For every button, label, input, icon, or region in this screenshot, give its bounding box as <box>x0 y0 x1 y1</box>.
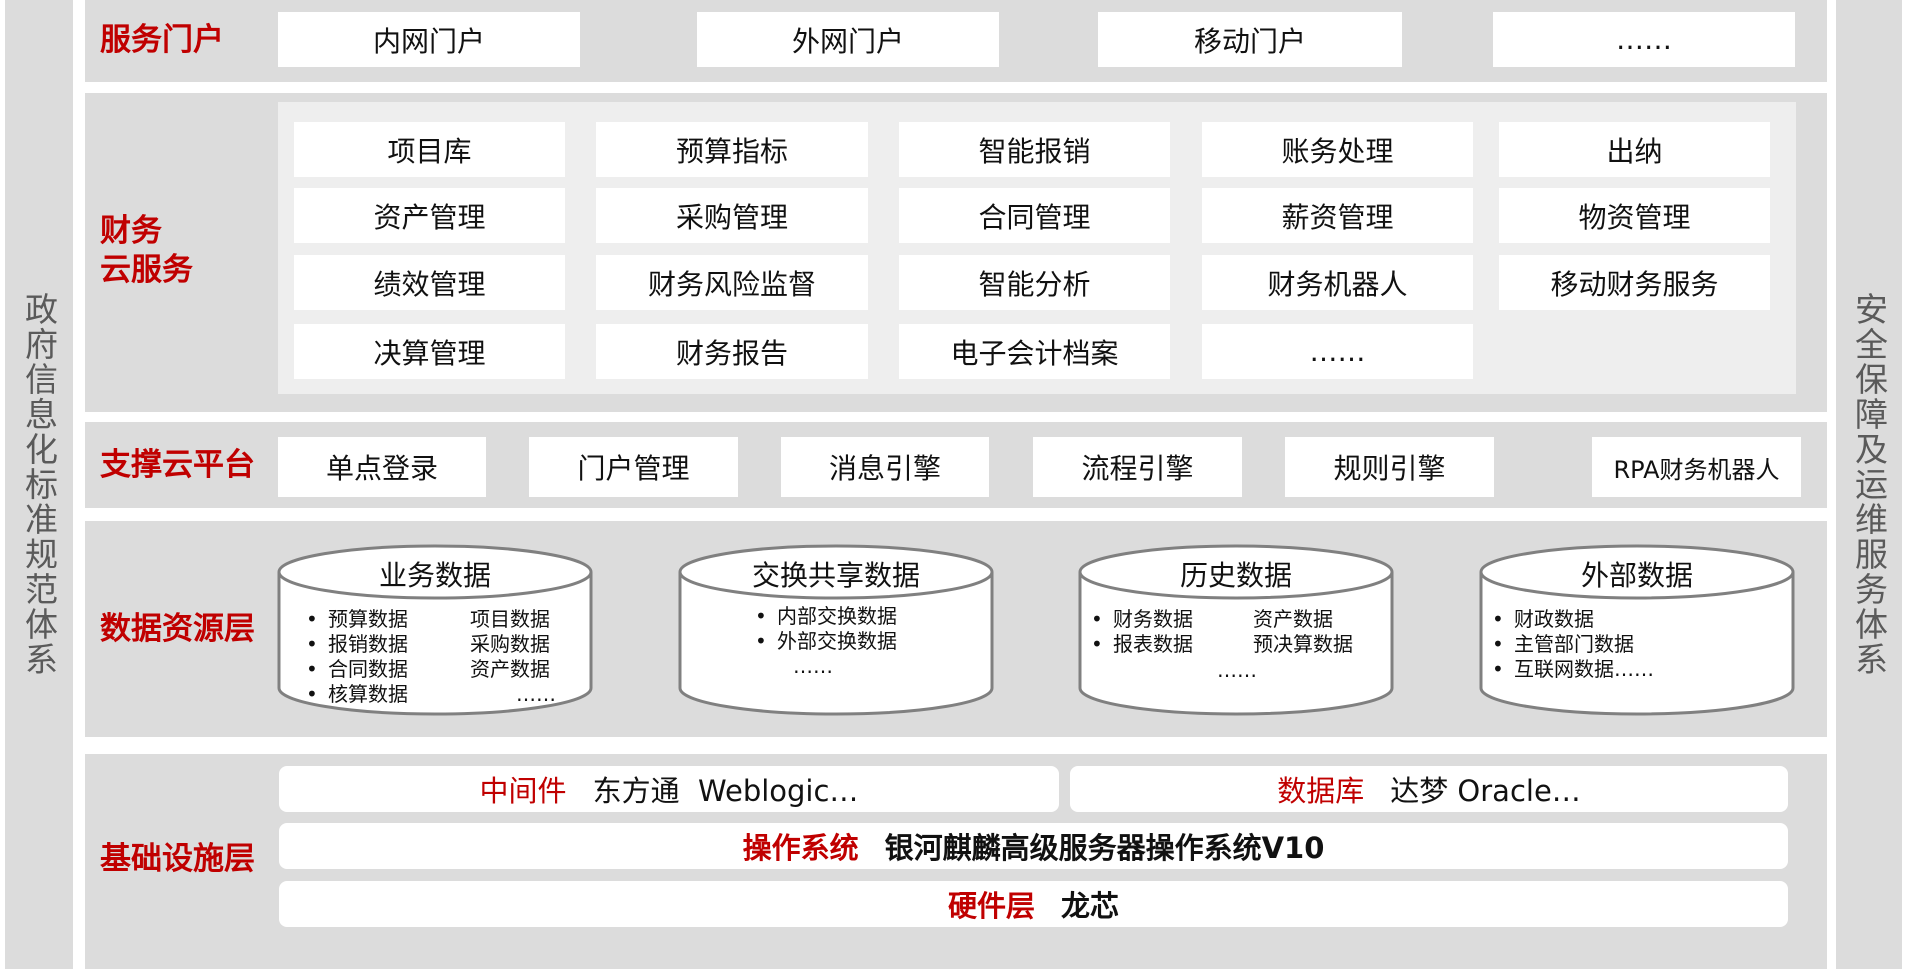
business-data-col1: 预算数据 报销数据 合同数据 核算数据 <box>306 607 408 707</box>
cylinder-title: 业务数据 <box>378 559 491 592</box>
support-rule-engine: 规则引擎 <box>1285 437 1494 497</box>
data-item: 主管部门数据 <box>1492 632 1654 657</box>
portal-extranet: 外网门户 <box>697 12 999 67</box>
svc-performance-management: 绩效管理 <box>294 255 565 310</box>
cylinder-business-data: 业务数据 预算数据 报销数据 合同数据 核算数据 项目数据 采购数据 资产数据 … <box>276 542 594 718</box>
svc-materials-management: 物资管理 <box>1499 188 1770 243</box>
data-item: 内部交换数据 <box>755 604 897 629</box>
support-platform-title: 支撑云平台 <box>100 447 255 483</box>
svc-project-library: 项目库 <box>294 122 565 177</box>
data-item: 报销数据 <box>306 632 408 657</box>
cylinder-shared-data: 交换共享数据 内部交换数据 外部交换数据 …… <box>677 542 995 718</box>
portal-more: …… <box>1493 12 1795 67</box>
finance-cloud-title: 财务 云服务 <box>100 212 193 290</box>
data-item: 报表数据 <box>1091 632 1193 657</box>
support-portal-management: 门户管理 <box>529 437 738 497</box>
data-item: 项目数据 <box>470 607 550 631</box>
data-item: 预决算数据 <box>1253 632 1353 656</box>
hardware-box: 硬件层 龙芯 <box>279 881 1788 927</box>
data-item: 财政数据 <box>1492 607 1654 632</box>
left-side-bar: 政府信息化标准规范体系 <box>5 0 73 969</box>
svc-payroll-management: 薪资管理 <box>1202 188 1473 243</box>
svc-finance-robot: 财务机器人 <box>1202 255 1473 310</box>
right-side-bar: 安全保障及运维服务体系 <box>1836 0 1902 969</box>
svc-final-accounts-management: 决算管理 <box>294 324 565 379</box>
data-item: 核算数据 <box>306 682 408 707</box>
support-sso: 单点登录 <box>278 437 486 497</box>
hardware-value: 龙芯 <box>1061 889 1120 923</box>
data-item: 外部交换数据 <box>755 629 897 654</box>
cylinder-title: 外部数据 <box>1580 559 1693 592</box>
database-box: 数据库 达梦 Oracle… <box>1070 766 1788 812</box>
data-item: 资产数据 <box>470 657 550 681</box>
database-label: 数据库 <box>1277 774 1365 808</box>
support-workflow-engine: 流程引擎 <box>1033 437 1242 497</box>
svc-financial-report: 财务报告 <box>596 324 868 379</box>
database-value: 达梦 Oracle… <box>1390 774 1581 808</box>
cylinder-title: 交换共享数据 <box>751 559 920 592</box>
infrastructure-layer: 基础设施层 中间件 东方通 Weblogic… 数据库 达梦 Oracle… 操… <box>85 754 1827 969</box>
external-data-list: 财政数据 主管部门数据 互联网数据…… <box>1492 607 1654 682</box>
portal-intranet: 内网门户 <box>278 12 580 67</box>
svc-smart-reimbursement: 智能报销 <box>899 122 1170 177</box>
svc-budget-index: 预算指标 <box>596 122 868 177</box>
data-resource-title: 数据资源层 <box>100 611 255 647</box>
os-value: 银河麒麟高级服务器操作系统V10 <box>884 831 1325 865</box>
infrastructure-title: 基础设施层 <box>100 841 255 877</box>
support-platform-layer: 支撑云平台 单点登录 门户管理 消息引擎 流程引擎 规则引擎 RPA财务机器人 <box>85 422 1827 508</box>
history-data-col1: 财务数据 报表数据 <box>1091 607 1193 657</box>
svc-contract-management: 合同管理 <box>899 188 1170 243</box>
portal-mobile: 移动门户 <box>1098 12 1402 67</box>
business-data-col2: 项目数据 采购数据 资产数据 …… <box>470 607 556 707</box>
service-portal-title: 服务门户 <box>100 22 224 58</box>
service-portal-layer: 服务门户 内网门户 外网门户 移动门户 …… <box>85 0 1827 82</box>
svc-e-accounting-archive: 电子会计档案 <box>899 324 1170 379</box>
svc-more: …… <box>1202 324 1473 379</box>
svc-procurement-management: 采购管理 <box>596 188 868 243</box>
data-item: 财务数据 <box>1091 607 1193 632</box>
cylinder-history-data: 历史数据 财务数据 报表数据 资产数据 预决算数据 …… <box>1077 542 1395 718</box>
middleware-box: 中间件 东方通 Weblogic… <box>279 766 1059 812</box>
standards-system-label: 政府信息化标准规范体系 <box>19 292 59 677</box>
hardware-label: 硬件层 <box>947 889 1035 923</box>
data-item-more: …… <box>1217 658 1257 682</box>
support-rpa-robot: RPA财务机器人 <box>1592 437 1801 497</box>
data-item: 采购数据 <box>470 632 550 656</box>
finance-services-panel: 项目库 预算指标 智能报销 账务处理 出纳 资产管理 采购管理 合同管理 薪资管… <box>278 102 1796 394</box>
svc-accounting: 账务处理 <box>1202 122 1473 177</box>
svc-smart-analysis: 智能分析 <box>899 255 1170 310</box>
finance-title-line2: 云服务 <box>100 251 193 288</box>
data-item: 预算数据 <box>306 607 408 632</box>
cylinder-external-data: 外部数据 财政数据 主管部门数据 互联网数据…… <box>1478 542 1796 718</box>
history-data-col2: 资产数据 预决算数据 <box>1253 607 1353 657</box>
data-item-more: …… <box>793 654 833 678</box>
middleware-label: 中间件 <box>479 774 567 808</box>
os-label: 操作系统 <box>742 831 859 865</box>
shared-data-list: 内部交换数据 外部交换数据 …… <box>755 604 897 679</box>
support-message-engine: 消息引擎 <box>781 437 989 497</box>
security-ops-system-label: 安全保障及运维服务体系 <box>1849 292 1889 677</box>
data-item: 资产数据 <box>1253 607 1333 631</box>
middleware-value: 东方通 Weblogic… <box>592 774 859 808</box>
svc-financial-risk-supervision: 财务风险监督 <box>596 255 868 310</box>
os-box: 操作系统 银河麒麟高级服务器操作系统V10 <box>279 823 1788 869</box>
finance-title-line1: 财务 <box>100 213 162 249</box>
data-item: 互联网数据…… <box>1492 657 1654 682</box>
cylinder-title: 历史数据 <box>1179 559 1292 592</box>
data-item-more: …… <box>516 682 556 706</box>
svc-mobile-finance: 移动财务服务 <box>1499 255 1770 310</box>
svc-asset-management: 资产管理 <box>294 188 565 243</box>
data-item: 合同数据 <box>306 657 408 682</box>
svc-cashier: 出纳 <box>1499 122 1770 177</box>
